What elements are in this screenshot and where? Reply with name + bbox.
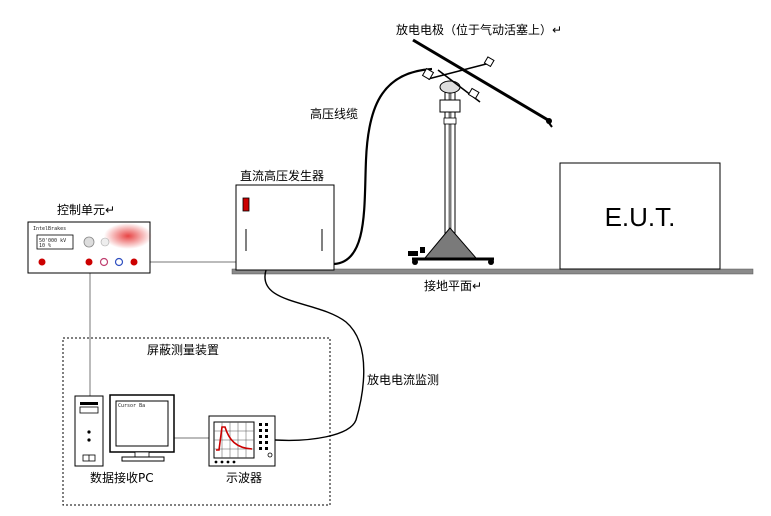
control-blue-button[interactable]: [114, 257, 124, 267]
control-red-button-left[interactable]: [38, 258, 46, 266]
data-pc: Cursor Ba: [74, 394, 175, 467]
label-control-unit: 控制单元↵: [57, 203, 115, 217]
control-unit-display-line2: 10 %: [39, 243, 51, 249]
generator-indicator: [242, 197, 250, 212]
ground-plane: [231, 268, 754, 275]
pc-screen-text: Cursor Ba: [118, 403, 145, 409]
label-dc-hv-generator: 直流高压发生器: [240, 168, 324, 183]
hv-cable: [333, 67, 433, 266]
control-unit-display: [36, 234, 74, 250]
shielded-enclosure: [62, 337, 331, 506]
eut-label: E.U.T.: [605, 202, 676, 232]
eut-box: E.U.T.: [559, 162, 721, 270]
control-unit-display-line1: 50'000 kV: [39, 238, 66, 244]
control-unit: IntelBrakes 50'000 kV 10 %: [27, 221, 152, 274]
label-hv-cable: 高压线缆: [310, 106, 358, 121]
electrode-stand: [408, 38, 553, 265]
oscilloscope-waveform: [216, 426, 253, 451]
control-pink-button[interactable]: [99, 257, 109, 267]
control-red-button-right[interactable]: [130, 258, 138, 266]
current-monitor-cable: [264, 269, 365, 442]
label-discharge-electrode: 放电电极（位于气动活塞上）↵: [396, 22, 562, 37]
label-ground-plane: 接地平面↵: [424, 278, 482, 293]
label-oscilloscope: 示波器: [226, 471, 262, 485]
control-knob[interactable]: [83, 236, 95, 248]
dc-hv-generator: [235, 184, 335, 271]
label-data-pc: 数据接收PC: [90, 470, 154, 485]
oscilloscope: [208, 415, 276, 467]
label-discharge-current-monitor: 放电电流监测: [367, 372, 439, 387]
control-knob-2[interactable]: [100, 237, 110, 247]
control-red-button[interactable]: [85, 258, 93, 266]
control-unit-brand: IntelBrakes: [33, 226, 66, 232]
label-shielded-enclosure: 屏蔽测量装置: [147, 343, 219, 357]
